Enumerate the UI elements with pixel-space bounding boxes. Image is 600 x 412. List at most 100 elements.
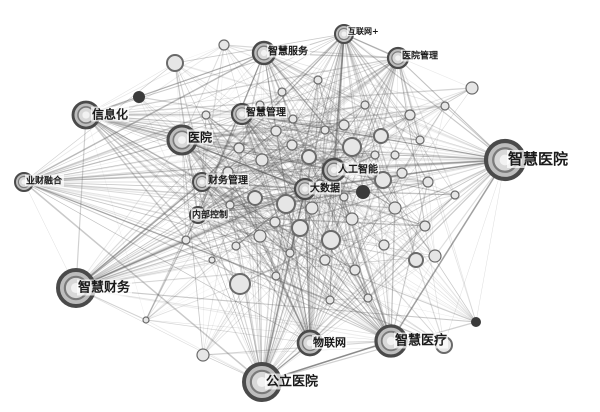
network-edge	[23, 52, 265, 183]
network-edge	[85, 57, 399, 116]
network-edge	[409, 114, 477, 323]
network-edge	[85, 44, 225, 116]
network-edge	[75, 188, 306, 289]
network-edge	[202, 188, 306, 356]
label-background	[337, 162, 379, 176]
label-zhihui-yiliao: 智慧医疗	[395, 333, 447, 349]
network-edge	[181, 139, 204, 356]
network-edge	[443, 159, 506, 346]
network-node	[396, 167, 408, 179]
network-edge	[261, 169, 335, 383]
label-yiyuan: 医院	[188, 130, 212, 145]
network-edge	[223, 44, 399, 59]
network-edge	[241, 113, 392, 342]
network-edge	[145, 188, 306, 321]
network-edge	[343, 33, 446, 107]
network-edge	[185, 227, 301, 241]
network-node	[181, 235, 191, 245]
network-edge	[85, 114, 203, 183]
network-node	[465, 81, 479, 95]
network-edge	[75, 181, 429, 289]
network-edge	[211, 221, 276, 261]
label-xinxihua: 信息化	[92, 107, 128, 122]
label-background	[394, 332, 449, 349]
network-edge	[330, 181, 429, 241]
network-edge	[75, 287, 263, 383]
network-edge	[241, 113, 263, 383]
network-edge	[181, 57, 399, 141]
label-neibu-kongzhi: 内部控制	[192, 209, 228, 221]
network-edge	[197, 57, 399, 216]
network-edge	[285, 79, 319, 205]
network-edge	[202, 340, 392, 356]
network-edge	[23, 135, 382, 183]
network-edge	[145, 319, 311, 344]
network-edge	[390, 159, 506, 342]
label-background	[267, 44, 310, 58]
network-edge	[285, 203, 311, 344]
network-edge	[75, 57, 399, 289]
network-edge	[397, 57, 421, 141]
network-edge	[85, 114, 199, 216]
network-node	[301, 149, 317, 165]
network-edge	[274, 221, 311, 344]
network-node	[363, 293, 373, 303]
network-edge	[390, 207, 396, 342]
network-edge	[254, 33, 345, 199]
network-edge	[197, 214, 263, 383]
network-edge	[85, 114, 376, 156]
network-edge	[75, 139, 183, 289]
network-edge	[330, 57, 399, 241]
network-node	[291, 219, 309, 237]
network-edge	[390, 159, 506, 342]
network-edge	[308, 156, 385, 246]
network-edge	[239, 154, 376, 285]
network-edge	[362, 114, 411, 193]
network-edge	[202, 283, 241, 356]
network-edge	[85, 114, 426, 227]
network-edge	[263, 52, 411, 116]
network-edge	[309, 269, 356, 344]
network-edge	[235, 57, 399, 247]
network-edge	[329, 179, 384, 301]
network-node	[356, 185, 370, 199]
network-edge	[85, 114, 364, 193]
network-edge	[205, 114, 229, 173]
network-edge	[380, 135, 392, 342]
network-edge	[333, 169, 385, 246]
label-caiwu-guanli: 财务管理	[207, 174, 248, 187]
network-edge	[254, 144, 293, 199]
network-edge	[309, 196, 345, 344]
network-edge	[197, 214, 436, 257]
label-rengong-zhineng: 人工智能	[338, 163, 378, 176]
network-node	[388, 201, 402, 215]
network-edge	[263, 52, 429, 183]
network-edge	[23, 144, 293, 183]
network-edge	[201, 181, 213, 261]
network-edge	[85, 114, 321, 186]
network-edge	[367, 255, 436, 299]
network-edge	[75, 172, 403, 289]
network-edge	[75, 287, 477, 323]
label-background	[77, 279, 133, 296]
network-edge	[75, 287, 263, 383]
network-edge	[309, 57, 399, 344]
network-edge	[261, 159, 392, 342]
network-node	[196, 348, 210, 362]
network-edge	[261, 105, 446, 383]
network-edge	[275, 159, 506, 277]
network-edge	[304, 188, 311, 344]
network-edge	[181, 139, 187, 241]
network-edge	[145, 319, 392, 342]
network-edge	[75, 179, 384, 289]
network-edge	[292, 57, 399, 120]
network-edge	[263, 52, 335, 171]
network-edge	[75, 114, 87, 289]
network-edge	[23, 33, 345, 183]
network-node	[321, 230, 341, 250]
network-edge	[304, 57, 399, 190]
network-node	[342, 137, 362, 157]
network-node	[247, 190, 263, 206]
network-node	[325, 295, 335, 305]
network-edge	[367, 297, 477, 323]
